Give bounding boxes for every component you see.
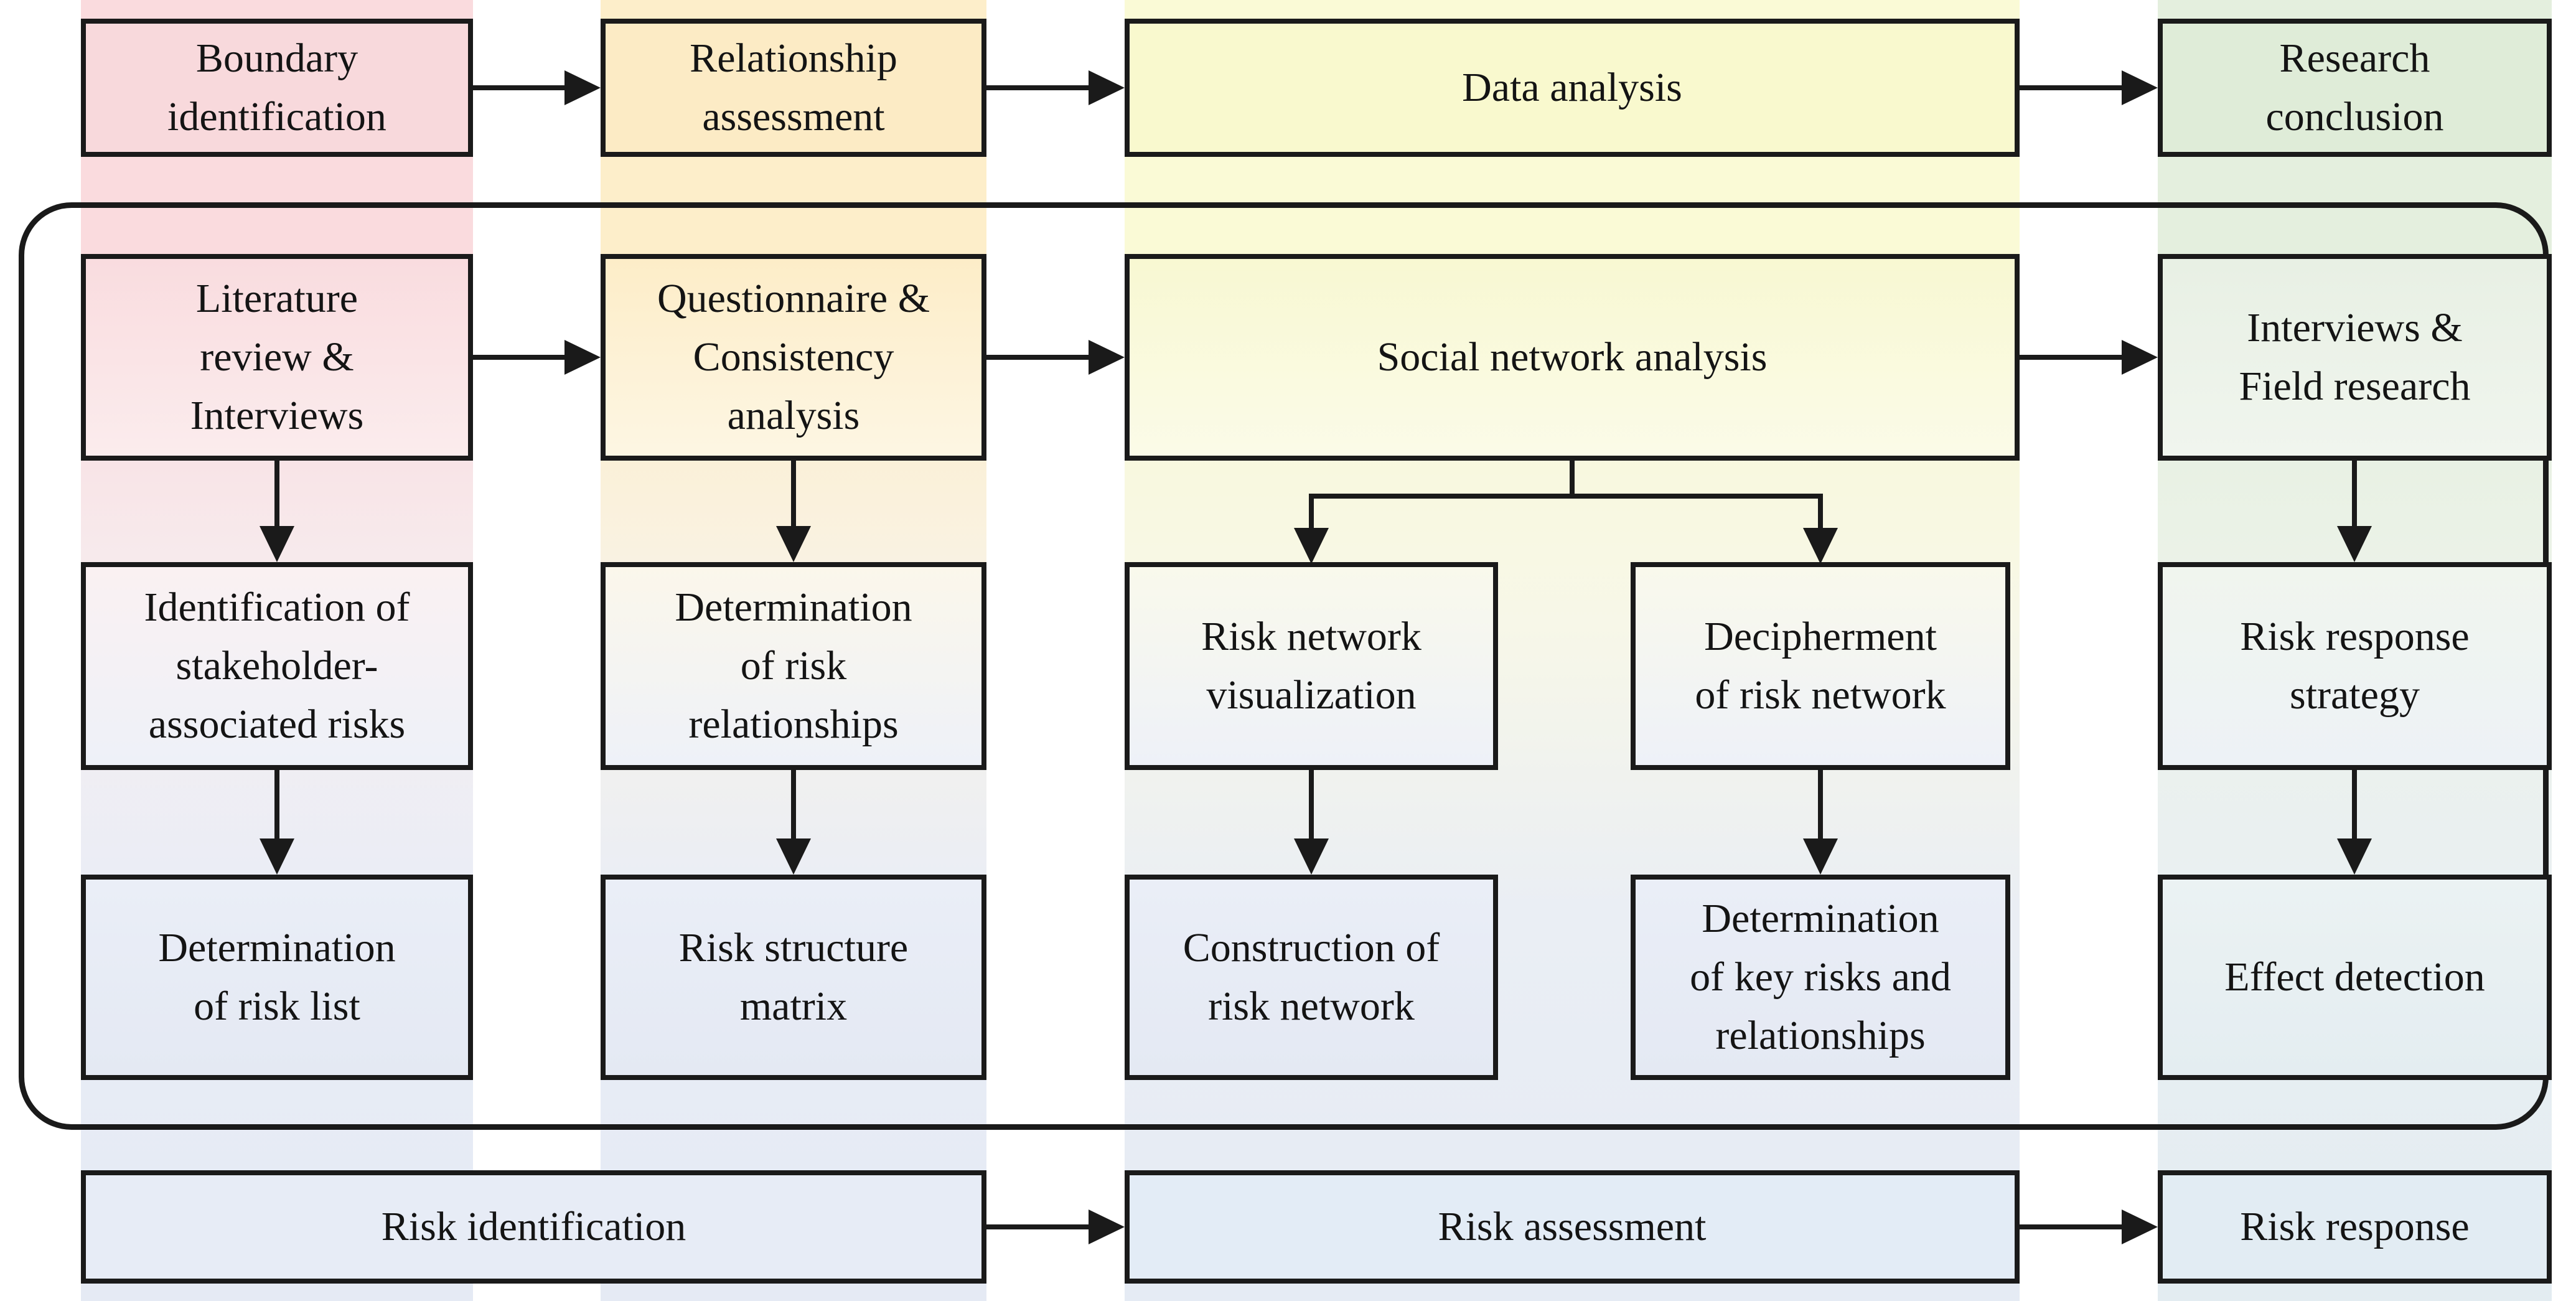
arrowhead-stakeholder-risks-to-risk-list xyxy=(260,838,294,875)
arrow-questionnaire-to-risk-relationships xyxy=(791,461,796,530)
arrow-split-to-visualization xyxy=(1309,494,1314,529)
arrow-risk-assessment-to-response xyxy=(2020,1224,2122,1229)
arrowhead-risk-relationships-to-structure-matrix xyxy=(776,838,811,875)
box-risk-response: Risk response xyxy=(2158,1170,2552,1284)
arrow-split-to-decipherment xyxy=(1818,494,1823,529)
box-risk-structure-matrix: Risk structure matrix xyxy=(601,875,986,1080)
arrowhead-interviews-field-to-response-strategy xyxy=(2337,526,2372,562)
arrow-decipherment-to-key-risks xyxy=(1818,770,1823,840)
arrow-interviews-field-to-response-strategy xyxy=(2352,461,2357,530)
box-construction-risk-network: Construction of risk network xyxy=(1125,875,1498,1080)
arrowhead-visualization-to-construction xyxy=(1294,838,1329,875)
arrowhead-sna-to-interviews-field xyxy=(2122,340,2158,375)
box-risk-response-strategy: Risk response strategy xyxy=(2158,562,2552,770)
arrowhead-risk-assessment-to-response xyxy=(2122,1209,2158,1244)
arrowhead-decipherment-to-key-risks xyxy=(1803,838,1838,875)
arrow-data-analysis-to-conclusion xyxy=(2020,85,2122,90)
arrow-literature-to-stakeholder-risks xyxy=(274,461,279,530)
box-decipherment-risk-network: Decipherment of risk network xyxy=(1631,562,2010,770)
box-identification-stakeholder-risks: Identification of stakeholder- associate… xyxy=(81,562,473,770)
box-data-analysis: Data analysis xyxy=(1125,19,2020,157)
arrow-risk-relationships-to-structure-matrix xyxy=(791,770,796,840)
box-determination-risk-list: Determination of risk list xyxy=(81,875,473,1080)
box-interviews-field-research: Interviews & Field research xyxy=(2158,254,2552,461)
arrow-questionnaire-to-sna xyxy=(986,355,1089,360)
arrowhead-data-analysis-to-conclusion xyxy=(2122,70,2158,105)
arrow-visualization-to-construction xyxy=(1309,770,1314,840)
box-determination-risk-relationships: Determination of risk relationships xyxy=(601,562,986,770)
arrowhead-risk-identification-to-assessment xyxy=(1089,1209,1125,1244)
arrowhead-response-strategy-to-effect-detection xyxy=(2337,838,2372,875)
arrow-boundary-to-relationship xyxy=(473,85,564,90)
box-questionnaire-consistency: Questionnaire & Consistency analysis xyxy=(601,254,986,461)
box-boundary-identification: Boundary identification xyxy=(81,19,473,157)
arrowhead-literature-to-questionnaire xyxy=(564,340,601,375)
arrow-risk-identification-to-assessment xyxy=(986,1224,1089,1229)
box-social-network-analysis: Social network analysis xyxy=(1125,254,2020,461)
sna-split-bar xyxy=(1309,494,1823,499)
box-research-conclusion: Research conclusion xyxy=(2158,19,2552,157)
sna-split-stem xyxy=(1570,461,1575,496)
arrow-relationship-to-data-analysis xyxy=(986,85,1089,90)
box-effect-detection: Effect detection xyxy=(2158,875,2552,1080)
arrowhead-literature-to-stakeholder-risks xyxy=(260,526,294,562)
arrowhead-questionnaire-to-risk-relationships xyxy=(776,526,811,562)
arrowhead-split-to-decipherment xyxy=(1803,528,1838,564)
box-relationship-assessment: Relationship assessment xyxy=(601,19,986,157)
arrowhead-split-to-visualization xyxy=(1294,528,1329,564)
arrow-sna-to-interviews-field xyxy=(2020,355,2122,360)
arrowhead-boundary-to-relationship xyxy=(564,70,601,105)
box-literature-review-interviews: Literature review & Interviews xyxy=(81,254,473,461)
box-risk-identification: Risk identification xyxy=(81,1170,986,1284)
box-risk-network-visualization: Risk network visualization xyxy=(1125,562,1498,770)
box-determination-key-risks: Determination of key risks and relations… xyxy=(1631,875,2010,1080)
arrowhead-questionnaire-to-sna xyxy=(1089,340,1125,375)
arrow-literature-to-questionnaire xyxy=(473,355,564,360)
arrow-response-strategy-to-effect-detection xyxy=(2352,770,2357,840)
arrowhead-relationship-to-data-analysis xyxy=(1089,70,1125,105)
box-risk-assessment: Risk assessment xyxy=(1125,1170,2020,1284)
arrow-stakeholder-risks-to-risk-list xyxy=(274,770,279,840)
